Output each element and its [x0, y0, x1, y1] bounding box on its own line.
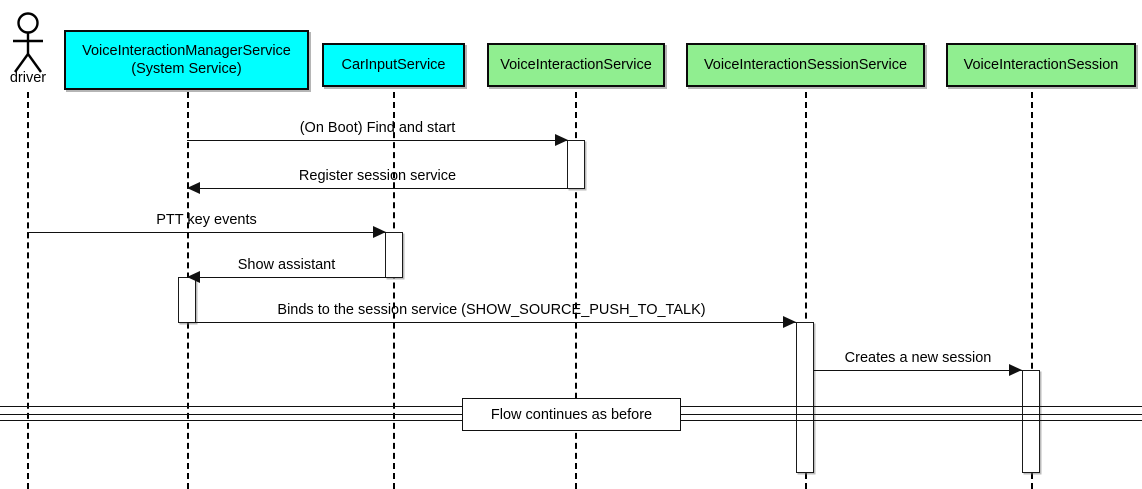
- lifeline-driver: [27, 92, 29, 489]
- message-arrowhead-3: [373, 225, 386, 238]
- participant-box-vims[interactable]: VoiceInteractionManagerService (System S…: [64, 30, 309, 90]
- lifeline-carinput: [393, 92, 395, 489]
- message-label-3: PTT key events: [156, 212, 257, 228]
- lifeline-viss: [805, 92, 807, 489]
- participant-label-vims: VoiceInteractionManagerService: [82, 42, 291, 59]
- participant-label-viss: VoiceInteractionSessionService: [703, 56, 908, 73]
- message-line-2: [187, 188, 568, 189]
- message-label-2: Register session service: [298, 168, 457, 184]
- divider-note-box: Flow continues as before: [462, 398, 681, 431]
- lifeline-vis: [575, 92, 577, 489]
- actor-driver: [5, 12, 51, 74]
- participant-box-viss[interactable]: VoiceInteractionSessionService: [686, 43, 925, 87]
- message-arrowhead-2: [187, 181, 200, 194]
- actor-driver-label: driver: [9, 70, 47, 86]
- message-line-1: [187, 140, 568, 141]
- message-arrowhead-4: [187, 270, 200, 283]
- message-label-4: Show assistant: [237, 257, 336, 273]
- message-label-1: (On Boot) Find and start: [299, 120, 456, 136]
- participant-label-carinput: CarInputService: [341, 56, 446, 73]
- message-arrowhead-5: [783, 315, 796, 328]
- activation-bar-viss: [796, 322, 814, 473]
- message-label-5: Binds to the session service (SHOW_SOURC…: [277, 302, 706, 318]
- message-line-4: [187, 277, 386, 278]
- activation-bar-vis: [567, 140, 585, 189]
- participant-label-vis: VoiceInteractionService: [500, 56, 652, 73]
- lifeline-vsession: [1031, 92, 1033, 489]
- participant-sublabel-vims: (System Service): [131, 61, 242, 77]
- activation-bar-carinput: [385, 232, 403, 278]
- activation-bar-vsession: [1022, 370, 1040, 473]
- stick-figure-icon: [13, 12, 43, 73]
- message-arrowhead-1: [555, 133, 568, 146]
- participant-label-vsession: VoiceInteractionSession: [963, 56, 1119, 73]
- message-label-6: Creates a new session: [844, 350, 992, 366]
- message-line-3: [27, 232, 386, 233]
- participant-box-vis[interactable]: VoiceInteractionService: [487, 43, 665, 87]
- message-line-5: [187, 322, 796, 323]
- participant-box-carinput[interactable]: CarInputService: [322, 43, 465, 87]
- message-arrowhead-6: [1009, 363, 1022, 376]
- participant-box-vsession[interactable]: VoiceInteractionSession: [946, 43, 1136, 87]
- message-line-6: [814, 370, 1022, 371]
